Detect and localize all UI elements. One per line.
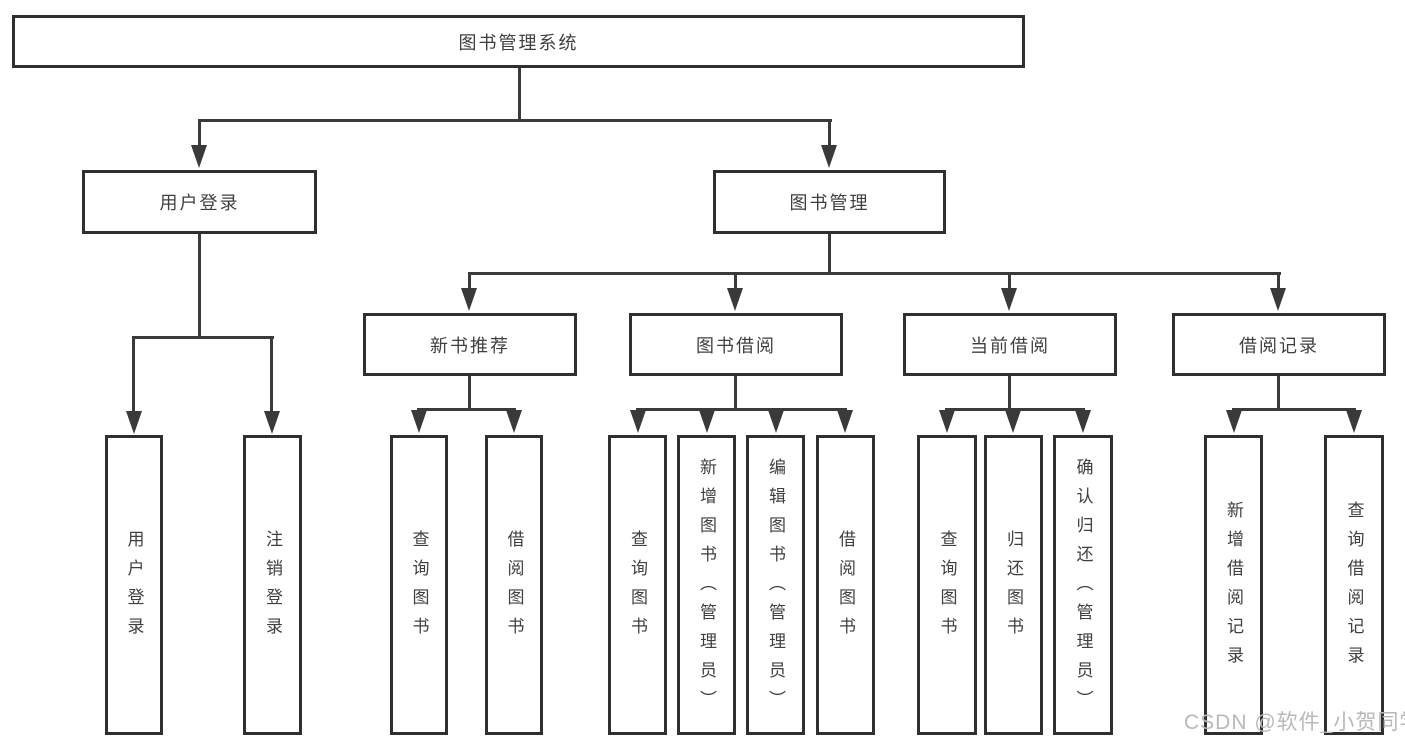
connector-line xyxy=(734,272,737,289)
node-current-borrow: 当前借阅 xyxy=(903,313,1117,376)
arrow-down-icon xyxy=(264,411,280,434)
arrow-down-icon xyxy=(1270,288,1286,311)
connector-line xyxy=(828,119,831,147)
arrow-down-icon xyxy=(1075,410,1091,433)
leaf-logout: 注销登录 xyxy=(243,435,302,735)
node-book-borrow: 图书借阅 xyxy=(629,313,843,376)
csdn-watermark: CSDN @软件_小贺同学 xyxy=(1184,711,1405,734)
node-new-book-recommend: 新书推荐 xyxy=(363,313,577,376)
node-borrow-record: 借阅记录 xyxy=(1172,313,1386,376)
arrow-down-icon xyxy=(821,145,837,168)
connector-line xyxy=(132,336,274,339)
connector-line xyxy=(734,376,737,410)
node-library-management-system: 图书管理系统 xyxy=(12,15,1025,68)
leaf-query-books-borrow: 查询图书 xyxy=(608,435,667,735)
connector-line xyxy=(198,234,201,338)
arrow-down-icon xyxy=(1346,410,1362,433)
arrow-down-icon xyxy=(768,410,784,433)
connector-line xyxy=(1232,408,1356,411)
connector-line xyxy=(270,336,273,413)
connector-line xyxy=(417,408,516,411)
connector-line xyxy=(828,234,831,274)
arrow-down-icon xyxy=(506,410,522,433)
arrow-down-icon xyxy=(411,410,427,433)
connector-line xyxy=(636,408,847,411)
leaf-add-borrow-record: 新增借阅记录 xyxy=(1204,435,1263,735)
leaf-borrow-books-recommend: 借阅图书 xyxy=(485,435,543,735)
arrow-down-icon xyxy=(126,411,142,434)
arrow-down-icon xyxy=(699,410,715,433)
node-book-management: 图书管理 xyxy=(713,170,946,234)
leaf-return-books: 归还图书 xyxy=(984,435,1043,735)
connector-line xyxy=(198,119,832,122)
connector-line xyxy=(1008,272,1011,289)
arrow-down-icon xyxy=(727,288,743,311)
connector-line xyxy=(468,272,1281,275)
connector-line xyxy=(198,119,201,147)
arrow-down-icon xyxy=(1001,288,1017,311)
arrow-down-icon xyxy=(461,288,477,311)
connector-line xyxy=(1277,376,1280,410)
connector-line xyxy=(1008,376,1011,410)
connector-line xyxy=(945,408,1085,411)
arrow-down-icon xyxy=(1226,410,1242,433)
connector-line xyxy=(132,336,135,413)
connector-line xyxy=(1277,272,1280,289)
leaf-query-borrow-record: 查询借阅记录 xyxy=(1324,435,1384,735)
leaf-user-login: 用户登录 xyxy=(105,435,163,735)
node-user-login: 用户登录 xyxy=(82,170,317,234)
leaf-add-books-admin: 新增图书（管理员） xyxy=(677,435,736,735)
arrow-down-icon xyxy=(939,410,955,433)
arrow-down-icon xyxy=(837,410,853,433)
leaf-edit-books-admin: 编辑图书（管理员） xyxy=(746,435,805,735)
connector-line xyxy=(468,376,471,410)
connector-line xyxy=(518,68,521,121)
leaf-query-books-current: 查询图书 xyxy=(917,435,977,735)
leaf-query-books-recommend: 查询图书 xyxy=(390,435,448,735)
arrow-down-icon xyxy=(630,410,646,433)
connector-line xyxy=(468,272,471,289)
leaf-confirm-return-admin: 确认归还（管理员） xyxy=(1053,435,1113,735)
leaf-borrow-books: 借阅图书 xyxy=(816,435,875,735)
arrow-down-icon xyxy=(1005,410,1021,433)
arrow-down-icon xyxy=(191,145,207,168)
